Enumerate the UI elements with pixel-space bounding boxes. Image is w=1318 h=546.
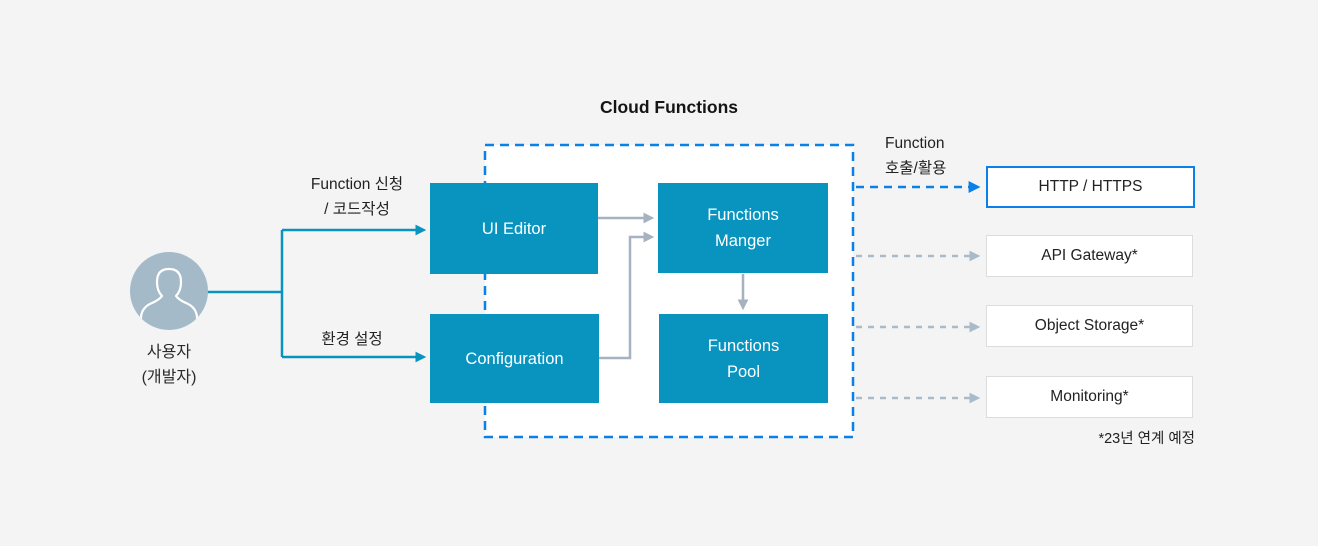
edge-label-invoke: Function 호출/활용 [885, 135, 947, 177]
target-monitoring: Monitoring* [986, 376, 1193, 418]
user-label: 사용자 (개발자) [141, 344, 197, 386]
user-edges [207, 224, 427, 363]
node-functions-manager: Functions Manger [658, 183, 828, 273]
edge-label-config: 환경 설정 [321, 331, 383, 348]
node-functions-pool: Functions Pool [659, 314, 828, 403]
footnote: *23년 연계 예정 [1098, 431, 1195, 447]
node-ui-editor: UI Editor [430, 183, 598, 274]
node-configuration: Configuration [430, 314, 599, 403]
user-icon [139, 267, 199, 330]
target-http-https: HTTP / HTTPS [986, 166, 1195, 208]
diagram-title: Cloud Functions [599, 97, 739, 117]
edge-label-request: Function 신청 / 코드작성 [310, 176, 404, 218]
target-api-gateway: API Gateway* [986, 235, 1193, 277]
internal-edges [598, 212, 749, 360]
target-object-storage: Object Storage* [986, 305, 1193, 347]
external-dashed-edges [856, 250, 981, 404]
user-avatar [130, 252, 208, 330]
